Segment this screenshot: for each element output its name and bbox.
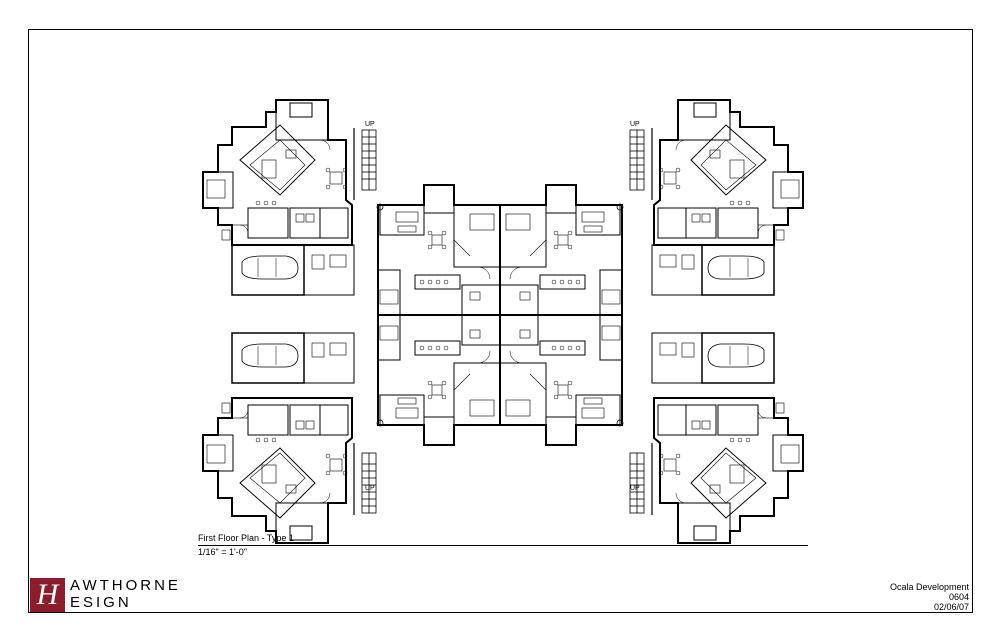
center-unit-bottom-right: [499, 314, 624, 446]
corner-unit-top-left: [202, 99, 353, 246]
project-number: 0604: [948, 592, 969, 602]
stair-top-left: [353, 127, 377, 201]
company-logo: H: [30, 578, 65, 612]
corner-unit-bottom-right: [653, 397, 804, 544]
company-name-line2: ESIGN: [70, 594, 132, 611]
garage-right-lower: [651, 332, 775, 384]
garage-left-lower: [231, 332, 355, 384]
stair-label-top-right: UP: [630, 121, 640, 128]
project-info: Ocala Development 0604 02/06/07: [890, 582, 969, 612]
company-name-line1: AWTHORNE: [70, 577, 181, 594]
corner-unit-top-right: [653, 99, 804, 246]
drawing-title: First Floor Plan - Type 1: [198, 533, 294, 543]
stair-bottom-left: [353, 442, 377, 516]
center-unit-bottom-left: [376, 314, 501, 446]
caption-divider: [198, 545, 808, 546]
center-unit-top-left: [376, 184, 501, 316]
stair-bottom-right: [629, 442, 653, 516]
stair-label-bottom-left: UP: [365, 485, 375, 492]
center-unit-top-right: [499, 184, 624, 316]
corner-unit-bottom-left: [202, 397, 353, 544]
stair-top-right: [629, 127, 653, 201]
drawing-scale: 1/16" = 1'-0": [198, 547, 247, 557]
sheet-border: [28, 29, 973, 613]
stair-label-top-left: UP: [365, 121, 375, 128]
garage-left-upper: [231, 244, 355, 296]
project-name: Ocala Development: [889, 582, 969, 592]
project-date: 02/06/07: [933, 602, 969, 612]
garage-right-upper: [651, 244, 775, 296]
stair-label-bottom-right: UP: [630, 485, 640, 492]
